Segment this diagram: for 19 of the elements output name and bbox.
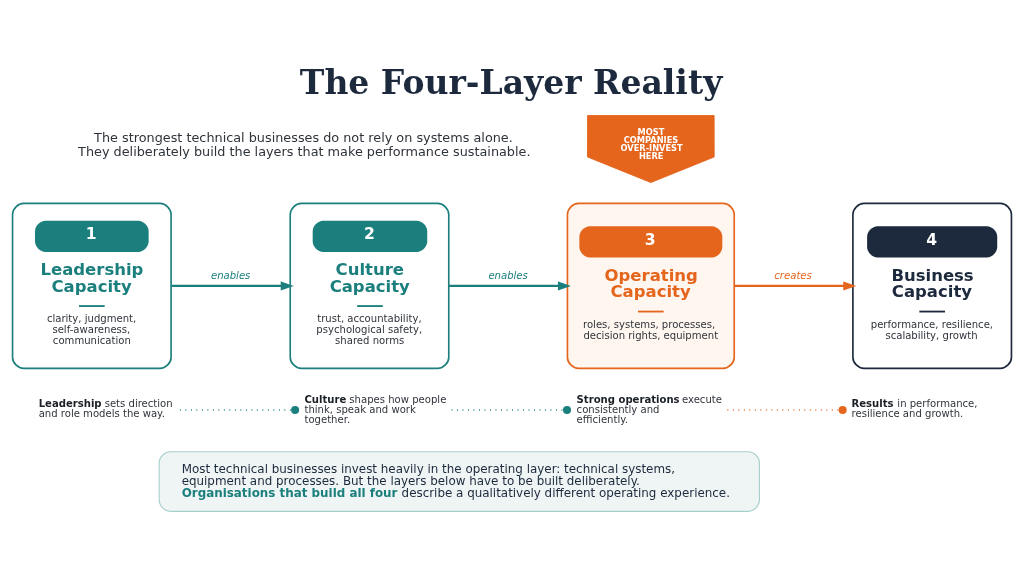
node-box: 1 Leadership Capacity clarity, judgment, self-awareness, communication: [11, 202, 172, 370]
connector: [179, 406, 300, 415]
node-box: 2 Culture Capacity trust, accountability, psychological safety, shared norms: [289, 202, 450, 370]
edge-label: creates: [774, 270, 812, 282]
node-text: Strong operations execute consistently and efficiently.: [576, 393, 722, 425]
node-box: Most technical businesses invest heavily in the operating layer: technical systems, equipment and processes. But the layers below have to be built deliberately. Organisations that build all four describe a qualitatively different operating experience.: [158, 451, 760, 512]
edge-label: enables: [488, 270, 528, 282]
label: The strongest technical businesses do not rely on systems alone. They deliberately build the layers that make performance sustainable.: [78, 130, 531, 159]
node-box: 3 Operating Capacity roles, systems, processes, decision rights, equipment: [566, 202, 736, 370]
edge-label: enables: [210, 270, 251, 282]
diagram-title: The Four-Layer Reality: [299, 62, 723, 102]
arrow: [171, 281, 294, 291]
connector: [726, 406, 847, 415]
node-text: Culture shapes how people think, speak and work together.: [304, 393, 447, 425]
arrow: [734, 281, 857, 291]
node-text: Leadership sets direction and role models the way.: [38, 398, 173, 420]
node-text: Results in performance, resilience and growth.: [851, 398, 978, 420]
node-box: 4 Business Capacity performance, resilience, scalability, growth: [852, 202, 1013, 370]
arrow: [449, 281, 571, 291]
